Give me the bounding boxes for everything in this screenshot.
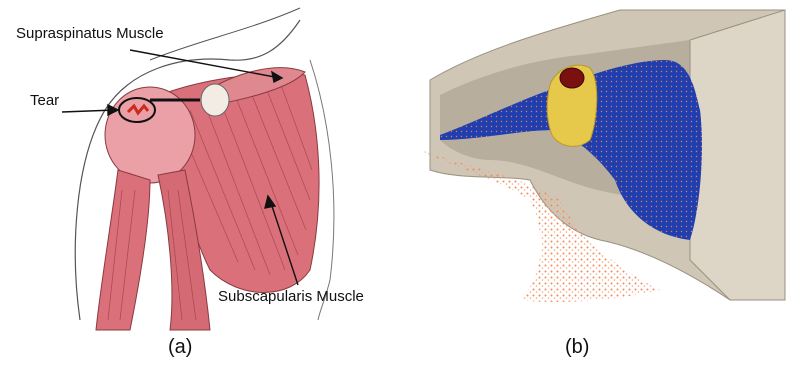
bone-head-shape <box>201 84 229 116</box>
caption-a: (a) <box>168 336 192 359</box>
subscapularis-label: Subscapularis Muscle <box>218 288 364 305</box>
supraspinatus-arrow <box>130 50 280 78</box>
panel-a: Supraspinatus Muscle Tear Subscapularis … <box>0 0 400 369</box>
tear-arrow <box>62 110 115 112</box>
tissue-model-render <box>400 0 786 369</box>
panel-b: (b) <box>400 0 786 369</box>
tear-label: Tear <box>30 92 59 109</box>
clavicle-outline <box>150 8 300 60</box>
shoulder-illustration <box>0 0 400 369</box>
supraspinatus-label: Supraspinatus Muscle <box>16 25 164 42</box>
cut-face <box>690 10 785 300</box>
tube-opening <box>560 68 584 88</box>
arm-muscle-left <box>96 170 150 330</box>
caption-b: (b) <box>565 336 589 359</box>
